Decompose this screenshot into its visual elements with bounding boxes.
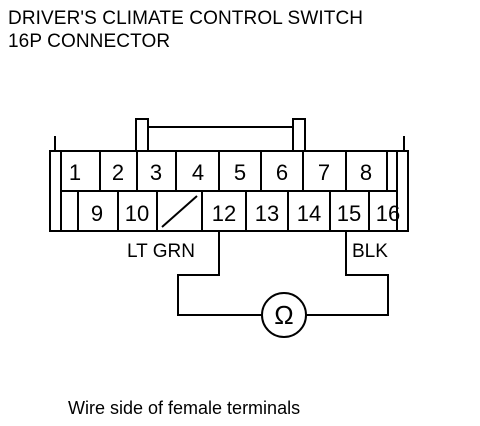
- terminal-label: 4: [192, 160, 204, 185]
- terminal-label: 10: [125, 201, 149, 226]
- wire-color-blk: BLK: [352, 241, 388, 262]
- diagram-title-line-1: DRIVER'S CLIMATE CONTROL SWITCH: [8, 8, 364, 29]
- connector-housing: [49, 136, 409, 232]
- test-lead-wires: [177, 231, 389, 316]
- terminal-label: 12: [212, 201, 236, 226]
- diagram-title-line-2: 16P CONNECTOR: [8, 31, 171, 52]
- ohmmeter-icon: Ω: [261, 292, 307, 338]
- ohm-symbol: Ω: [274, 300, 293, 330]
- terminal-label: 5: [234, 160, 246, 185]
- empty-cavity-slash: [161, 195, 198, 228]
- terminal-label: 8: [360, 160, 372, 185]
- terminal-label: 9: [91, 201, 103, 226]
- terminal-label: 15: [337, 201, 361, 226]
- terminal-label: 2: [112, 160, 124, 185]
- terminal-label: 14: [297, 201, 321, 226]
- connector-lock-tab: [135, 118, 306, 152]
- terminal-label: 1: [69, 160, 81, 185]
- wire-color-lt-grn: LT GRN: [127, 241, 195, 262]
- terminal-label: 3: [150, 160, 162, 185]
- terminal-label: 16: [376, 201, 400, 226]
- caption: Wire side of female terminals: [68, 398, 301, 418]
- terminal-label: 13: [255, 201, 279, 226]
- terminal-label: 7: [318, 160, 330, 185]
- terminal-label: 6: [276, 160, 288, 185]
